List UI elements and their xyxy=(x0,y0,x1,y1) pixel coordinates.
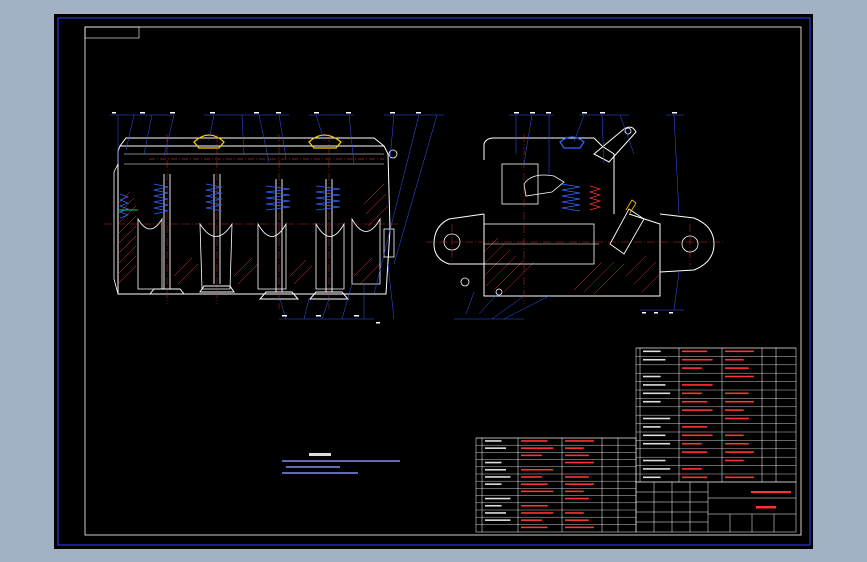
table-cell-mark xyxy=(725,434,744,437)
table-cell-mark xyxy=(521,468,554,471)
table-cell-mark xyxy=(565,497,589,500)
spring-2 xyxy=(205,183,223,212)
parts-list-upper-rows xyxy=(636,347,796,479)
table-cell-mark xyxy=(725,451,754,453)
table-cell-mark xyxy=(643,384,666,386)
table-cell-mark xyxy=(643,358,666,361)
table-cell-mark xyxy=(485,504,502,507)
outer-frame xyxy=(57,17,811,546)
table-cell-mark xyxy=(725,400,754,403)
parts-list-lower xyxy=(475,437,637,533)
inner-frame xyxy=(84,26,802,536)
table-cell-mark xyxy=(643,442,671,445)
spring-4 xyxy=(315,185,341,211)
table-cell-mark xyxy=(682,468,702,470)
table-cell-mark xyxy=(643,392,671,395)
spring-1 xyxy=(153,183,169,215)
table-cell-mark xyxy=(485,512,506,514)
table-cell-mark xyxy=(643,417,671,420)
table-cell-mark xyxy=(682,392,702,395)
table-cell-mark xyxy=(643,426,661,428)
valve-head-1 xyxy=(258,291,300,300)
table-cell-mark xyxy=(682,451,708,453)
table-cell-mark xyxy=(565,526,594,529)
table-cell-mark xyxy=(521,490,554,493)
table-cell-mark xyxy=(485,440,502,442)
lifting-lug xyxy=(593,126,637,163)
table-cell-mark xyxy=(485,447,506,449)
table-cell-mark xyxy=(565,461,594,464)
table-cell-mark xyxy=(521,504,548,507)
table-cell-mark xyxy=(643,459,666,462)
parts-list-lower-rows xyxy=(476,437,636,529)
table-cell-mark xyxy=(682,476,708,479)
table-cell-mark xyxy=(643,375,661,378)
table-cell-mark xyxy=(725,392,749,395)
table-cell-mark xyxy=(725,417,749,420)
table-cell-mark xyxy=(521,454,542,457)
table-cell-mark xyxy=(565,476,589,478)
table-cell-mark xyxy=(682,384,713,386)
table-cell-mark xyxy=(485,497,511,500)
table-cell-mark xyxy=(643,476,661,479)
table-cell-mark xyxy=(682,400,708,403)
table-cell-mark xyxy=(565,512,584,514)
table-cell-mark xyxy=(643,434,666,437)
cad-viewport[interactable] xyxy=(54,14,813,549)
table-cell-mark xyxy=(682,350,708,353)
table-cell-mark xyxy=(485,461,502,464)
table-cell-mark xyxy=(682,409,713,411)
table-cell-mark xyxy=(521,483,548,485)
table-cell-mark xyxy=(485,483,502,485)
table-cell-mark xyxy=(565,519,589,521)
spring-3 xyxy=(265,185,291,211)
table-cell-mark xyxy=(682,426,708,428)
table-cell-mark xyxy=(725,459,744,462)
engineering-drawing-sheet xyxy=(57,17,811,546)
table-cell-mark xyxy=(521,476,542,478)
left-section-view xyxy=(104,112,444,324)
table-cell-mark xyxy=(521,526,548,529)
table-cell-mark xyxy=(565,483,594,485)
table-cell-mark xyxy=(521,519,542,521)
table-cell-mark xyxy=(682,367,702,369)
table-cell-mark xyxy=(682,442,702,445)
table-cell-mark xyxy=(643,468,671,470)
valve-head-2 xyxy=(308,291,350,300)
table-cell-mark xyxy=(682,434,713,437)
table-cell-mark xyxy=(682,358,713,361)
table-cell-mark xyxy=(725,409,744,411)
table-cell-mark xyxy=(725,442,749,445)
table-cell-mark xyxy=(725,375,754,378)
technical-requirements xyxy=(282,453,400,474)
table-cell-mark xyxy=(485,519,511,521)
table-cell-mark xyxy=(521,447,554,449)
table-cell-mark xyxy=(725,358,744,361)
table-cell-mark xyxy=(725,476,754,479)
rocker-arm-left xyxy=(193,134,225,149)
drawing-number-box xyxy=(84,26,140,39)
table-cell-mark xyxy=(565,454,589,457)
right-side-view xyxy=(426,112,724,320)
table-cell-mark xyxy=(565,447,584,449)
title-block xyxy=(635,481,797,533)
table-cell-mark xyxy=(725,350,754,353)
table-cell-mark xyxy=(485,468,506,471)
table-cell-mark xyxy=(521,512,554,514)
table-cell-mark xyxy=(521,440,548,442)
rocker-arm-right xyxy=(308,134,342,149)
table-cell-mark xyxy=(725,367,749,369)
table-cell-mark xyxy=(643,350,661,353)
table-cell-mark xyxy=(643,400,661,403)
table-cell-mark xyxy=(565,440,594,442)
table-cell-mark xyxy=(565,490,584,493)
table-cell-mark xyxy=(485,476,511,478)
